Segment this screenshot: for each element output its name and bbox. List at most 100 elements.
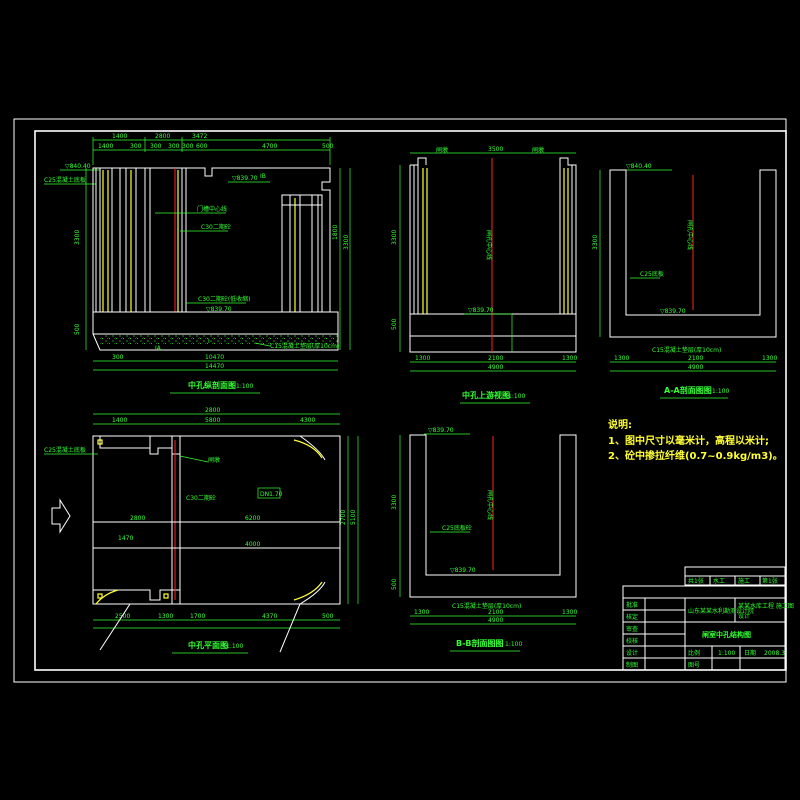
plan-view: 1400 5800 4300 2800 C25混凝土底板 闸墩 C30二期砼 D…	[44, 407, 359, 654]
tb-row-1: 批准	[626, 601, 638, 609]
aa-title: A-A剖面图图	[664, 385, 712, 395]
bb-dim-h2: 500	[391, 578, 398, 590]
aa-dim-bot-3: 1300	[762, 355, 777, 362]
p-dim-mid: 2800	[205, 407, 220, 414]
notes-line1: 1、图中尺寸以毫米计，高程以米计;	[608, 434, 769, 447]
s-dim-top2-7: 4700	[262, 143, 277, 150]
p-dim-row3: 1470	[118, 535, 133, 542]
up-label-left: 闸墩	[436, 146, 448, 154]
up-dim-bot-total: 4900	[488, 364, 503, 371]
tb-row-5: 设计	[626, 649, 638, 657]
up-dim-bot-3: 1300	[562, 355, 577, 362]
inner-frame	[34, 130, 787, 671]
p-dim-top-2: 5800	[205, 417, 220, 424]
s-label-gate: 门槽中心线	[197, 205, 227, 213]
tb-top-d: 共1张	[688, 577, 704, 585]
p-label-box: DN1.70	[260, 491, 283, 498]
up-dim-h2: 500	[391, 318, 398, 330]
tb-number-label: 图号	[688, 662, 700, 669]
tb-date-label: 日期	[744, 649, 756, 657]
tb-row-6: 制图	[626, 661, 638, 669]
tb-scale: 1:100	[718, 650, 735, 657]
s-dim-top2-5: 300	[182, 143, 194, 150]
bb-dim-bot-3: 1300	[562, 609, 577, 616]
s-dim-top-3: 3472	[192, 133, 207, 140]
p-dim-bot-4: 4370	[262, 613, 277, 620]
s-mark-ia: IA	[155, 345, 162, 352]
tb-company: 山东某某水利勘测设计院	[688, 607, 754, 615]
bb-dim-h: 3300	[391, 495, 398, 510]
s-label-c25: C25混凝土底板	[44, 176, 86, 184]
s-dim-left-h2: 500	[74, 323, 81, 335]
tb-drawing-title: 闸室中孔结构图	[702, 630, 751, 639]
tb-date: 2008.3	[764, 650, 785, 657]
bb-dim-bot-total: 4900	[488, 617, 503, 624]
up-title: 中孔上游视图	[462, 390, 510, 400]
s-label-c15: C15混凝土垫层(厚10cm)	[270, 342, 339, 350]
p-dim-row2: 2800	[130, 515, 145, 522]
bb-c25: C25底板砼	[442, 524, 472, 532]
s-dim-top2-6: 600	[196, 143, 208, 150]
s-dim-mid-h: 1800	[332, 225, 339, 240]
s-dim-bot-total: 14470	[205, 363, 224, 370]
aa-dim-h: 3300	[592, 235, 599, 250]
s-title: 中孔纵剖面图	[188, 380, 236, 390]
tb-top-a: 水工	[713, 577, 725, 585]
bb-view: ▽839.70 闸孔中心线 C25底板砼 ▽839.70 C15混凝土垫层(厚1…	[391, 427, 577, 652]
s-dim-top-2: 2800	[155, 133, 170, 140]
s-dim-top2-4: 300	[168, 143, 180, 150]
p-dim-bot-1: 2500	[115, 613, 130, 620]
s-dim-top2-1: 1400	[98, 143, 113, 150]
s-mark-i: I	[208, 338, 210, 345]
notes-heading: 说明:	[608, 418, 632, 431]
s-dim-top2-8: 500	[322, 143, 334, 150]
p-label-gate: 闸墩	[208, 456, 220, 464]
s-label-c30-fill: C30二期砼(低收缩)	[198, 295, 251, 303]
bb-elev-top: ▽839.70	[428, 427, 454, 434]
p-scale: 1:100	[226, 643, 243, 650]
s-dim-bot-1: 300	[112, 354, 124, 361]
tb-stage: 设计	[738, 612, 750, 620]
tb-top-c: 第1张	[762, 577, 778, 585]
s-mark-ib: IB	[260, 173, 266, 180]
p-dim-bot-2: 1300	[158, 613, 173, 620]
aa-elev-floor: ▽839.70	[660, 308, 686, 315]
tb-row-3: 审查	[626, 625, 638, 633]
aa-view: ▽840.40 闸孔中心线 C25底板 ▽839.70 C15混凝土垫层(厚10…	[592, 163, 777, 399]
s-elev-floor: ▽839.70	[206, 306, 232, 313]
s-dim-top2-2: 300	[130, 143, 142, 150]
bb-scale: 1:100	[505, 641, 522, 648]
tb-row-2: 核定	[626, 613, 638, 621]
s-dim-left-h: 3300	[74, 230, 81, 245]
p-label-c25: C25混凝土底板	[44, 446, 86, 454]
s-dim-right-h: 3300	[343, 235, 350, 250]
s-scale: 1:100	[236, 383, 253, 390]
tb-row-4: 校核	[626, 637, 638, 645]
s-dim-bot-2: 10470	[205, 354, 224, 361]
p-label-c30: C30二期砼	[186, 494, 216, 502]
p-title: 中孔平面图	[188, 640, 228, 650]
p-dim-bot-3: 1700	[190, 613, 205, 620]
p-dim-h: 5100	[350, 510, 357, 525]
aa-dim-bot-total: 4900	[688, 364, 703, 371]
p-dim-row2b: 6200	[245, 515, 260, 522]
up-scale: 1:100	[508, 393, 525, 400]
bb-c15: C15混凝土垫层(厚10cm)	[452, 602, 521, 610]
p-dim-top-1: 1400	[112, 417, 127, 424]
bb-dim-bot-2: 2100	[488, 609, 503, 616]
notes: 说明: 1、图中尺寸以毫米计，高程以米计; 2、砼中掺拉纤维(0.7~0.9kg…	[608, 418, 783, 462]
bb-title: B-B剖面图图	[456, 638, 504, 648]
p-dim-bot-5: 500	[322, 613, 334, 620]
bb-dim-bot-1: 1300	[414, 609, 429, 616]
title-block: 水工 施工 第1张 共1张 批准 核定 审查 校核 设计 制图 山东某某水利勘测…	[622, 566, 794, 671]
aa-dim-bot-1: 1300	[614, 355, 629, 362]
s-dim-top2-3: 300	[150, 143, 162, 150]
up-dim-bot-1: 1300	[415, 355, 430, 362]
tb-project: 某某水库工程 施工图	[738, 602, 794, 610]
upstream-view: 3500 闸墩 闸墩 闸孔中心线 ▽839.70 3300 500 1300 2…	[391, 146, 577, 404]
aa-elev-top: ▽840.40	[626, 163, 652, 170]
aa-scale: 1:100	[712, 388, 729, 395]
aa-axis: 闸孔中心线	[686, 220, 694, 250]
tb-top-b: 施工	[738, 577, 750, 585]
